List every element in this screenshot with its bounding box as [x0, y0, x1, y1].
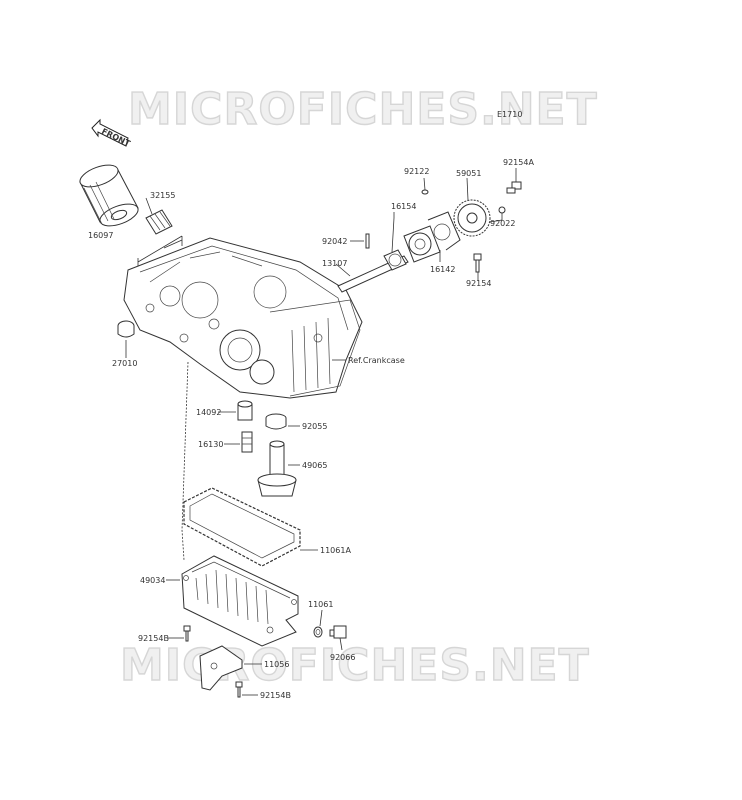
- crankcase: [123, 237, 363, 399]
- label-27010: 27010: [112, 359, 137, 368]
- plug-cap: [117, 320, 135, 338]
- pump-housing: [403, 211, 461, 263]
- clip: [421, 189, 429, 195]
- label-11061: 11061: [308, 600, 333, 609]
- label-14092: 14092: [196, 408, 221, 417]
- oil-pan-gasket: [183, 487, 301, 567]
- drain-plug: [329, 625, 347, 639]
- drain-washer: [313, 626, 323, 638]
- label-92122: 92122: [404, 167, 429, 176]
- oil-pan: [181, 555, 299, 647]
- label-32155: 32155: [150, 191, 175, 200]
- oil-strainer: [257, 440, 297, 497]
- washer: [498, 206, 506, 214]
- bracket: [199, 645, 243, 691]
- label-92042: 92042: [322, 237, 347, 246]
- watermark-bottom: MICROFICHES.NET: [120, 640, 590, 691]
- label-92154B-lower: 92154B: [260, 691, 291, 700]
- bolt-92154b-upper: [183, 625, 191, 642]
- label-92154: 92154: [466, 279, 491, 288]
- label-13107: 13107: [322, 259, 347, 268]
- diagram-code: E1710: [497, 110, 522, 119]
- collar: [237, 400, 253, 421]
- label-49065: 49065: [302, 461, 327, 470]
- oil-filter: [79, 164, 139, 227]
- bolt-92154b-lower: [235, 681, 243, 698]
- label-ref-crankcase: Ref.Crankcase: [348, 356, 405, 365]
- seal: [265, 413, 287, 430]
- label-92066: 92066: [330, 653, 355, 662]
- watermark-top: MICROFICHES.NET: [128, 84, 598, 135]
- label-92154A: 92154A: [503, 158, 534, 167]
- pump-sprocket: [453, 199, 491, 237]
- label-16142: 16142: [430, 265, 455, 274]
- relief-valve: [241, 431, 253, 453]
- bolt-92154a: [506, 181, 522, 194]
- filter-fitting: [145, 209, 173, 235]
- label-59051: 59051: [456, 169, 481, 178]
- pin: [365, 233, 370, 249]
- label-11056: 11056: [264, 660, 289, 669]
- bolt-92154: [473, 253, 482, 273]
- label-92022: 92022: [490, 219, 515, 228]
- pump-rotor: [383, 249, 407, 271]
- label-92055: 92055: [302, 422, 327, 431]
- label-16154: 16154: [391, 202, 416, 211]
- label-49034: 49034: [140, 576, 165, 585]
- label-16130: 16130: [198, 440, 223, 449]
- label-11061A: 11061A: [320, 546, 351, 555]
- label-16097: 16097: [88, 231, 113, 240]
- front-arrow-icon: FRONT: [91, 118, 132, 148]
- label-92154B-upper: 92154B: [138, 634, 169, 643]
